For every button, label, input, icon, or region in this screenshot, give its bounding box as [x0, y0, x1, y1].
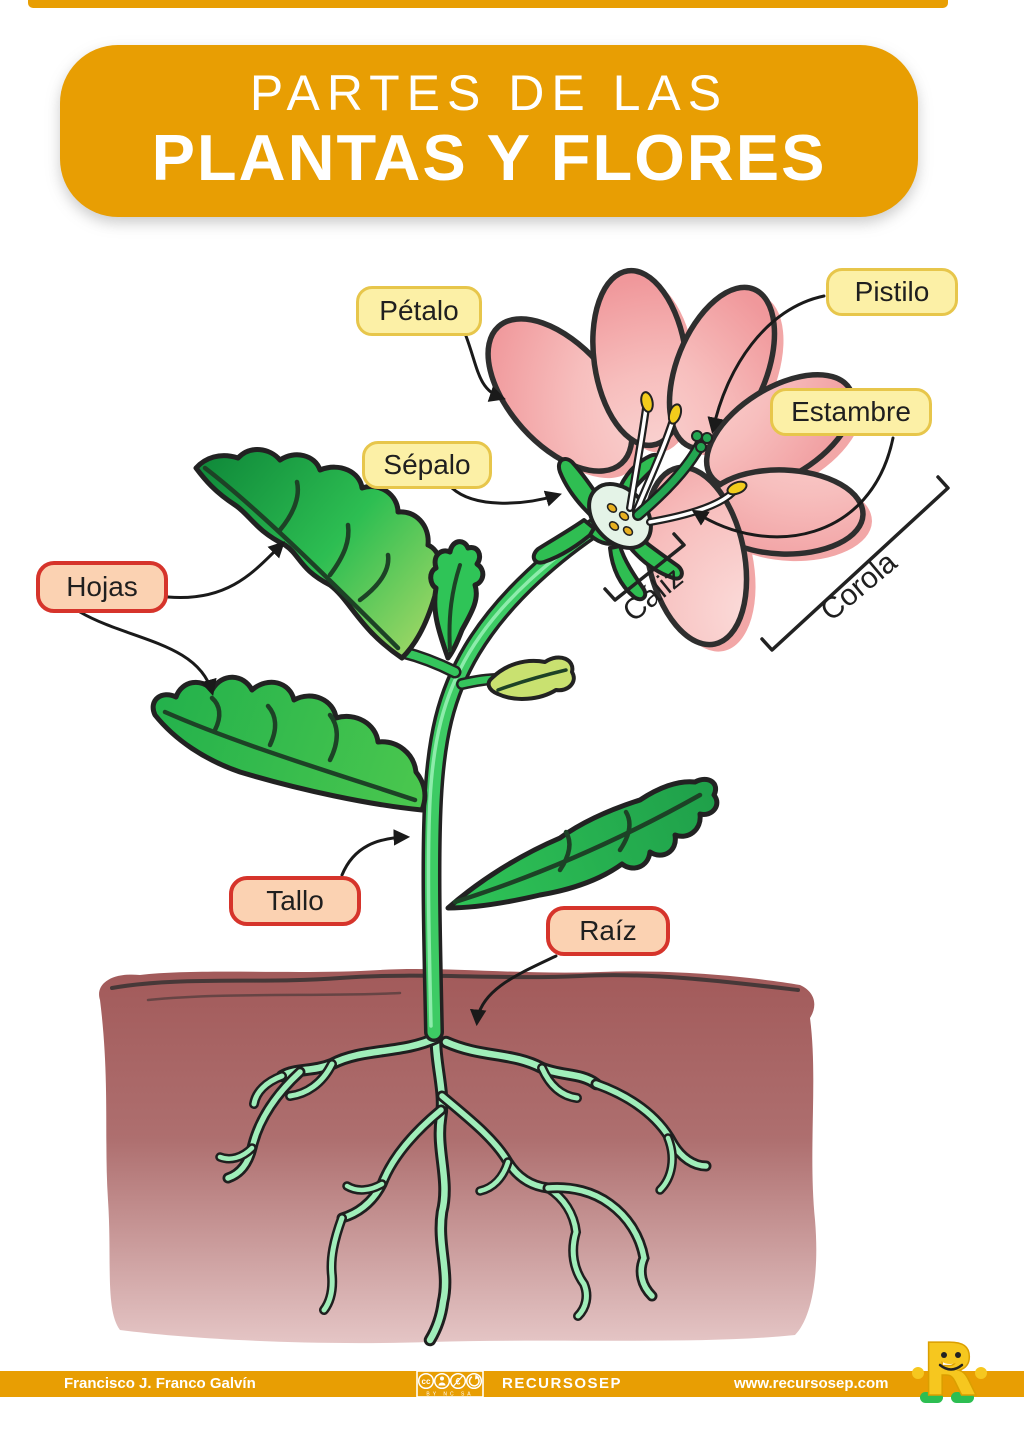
ovules: [606, 503, 634, 536]
recursosep-mascot: R: [912, 1328, 987, 1408]
root: [344, 1181, 385, 1193]
soil: [99, 968, 817, 1344]
brackets: [603, 475, 950, 652]
leaf-veins: [162, 695, 418, 803]
roots: [215, 1015, 712, 1347]
nc-icon: [449, 1372, 467, 1390]
petalo-arrow: [464, 334, 506, 402]
root: [477, 1159, 511, 1194]
leaf-vein: [447, 563, 462, 652]
stamen-filament: [648, 490, 735, 524]
mascot-smile: [938, 1363, 964, 1371]
hojas-arrow-upper: [166, 541, 285, 600]
sepal: [531, 518, 598, 565]
label-hojas: Hojas: [36, 561, 168, 613]
attribution-icon: [433, 1372, 451, 1390]
stem: [395, 514, 610, 1042]
mascot-eye-patch: [938, 1346, 962, 1364]
title-banner: PARTES DE LAS PLANTAS Y FLORES: [60, 45, 918, 217]
leaves: [150, 447, 720, 911]
cc-license-badge: cc € BY NC SA: [416, 1370, 484, 1398]
label-estambre: Estambre: [770, 388, 932, 436]
mascot-foot: [951, 1392, 974, 1403]
cc-icon: [417, 1372, 435, 1390]
mascot-arm: [912, 1367, 924, 1379]
footer-brand: RECURSOSEP: [502, 1375, 623, 1392]
root: [657, 1135, 675, 1193]
label-tallo: Tallo: [229, 876, 361, 926]
root: [217, 1145, 255, 1161]
soil-surface-line: [110, 973, 800, 992]
mascot-body-r: R: [922, 1328, 977, 1408]
raiz-arrow: [469, 954, 558, 1027]
root: [251, 1073, 285, 1107]
title-line-2: PLANTAS Y FLORES: [151, 121, 827, 195]
leaf-small-middle: [428, 539, 486, 661]
pistilo-arrow: [707, 294, 826, 435]
stamen-filament: [628, 406, 648, 510]
mascot-eye: [955, 1352, 961, 1358]
sepal: [608, 544, 648, 602]
annotation-arrows: [78, 294, 895, 1027]
sharealike-icon: [465, 1372, 483, 1390]
footer-author: Francisco J. Franco Galvín: [64, 1375, 256, 1392]
footer-website: www.recursosep.com: [734, 1375, 889, 1392]
pistil: [634, 441, 704, 519]
label-raiz: Raíz: [546, 906, 670, 956]
svg-text:cc: cc: [422, 1377, 431, 1386]
root: [287, 1061, 335, 1099]
caliz-bracket: [603, 532, 686, 602]
estambre-arrow: [691, 436, 895, 539]
root: [321, 1215, 345, 1313]
stamens: [626, 404, 737, 526]
mascot-foot: [920, 1392, 943, 1403]
stigma: [691, 430, 713, 453]
tallo-arrow: [340, 829, 411, 877]
leaf-lower-right: [445, 776, 720, 911]
anthers: [640, 391, 748, 496]
label-sepalo: Sépalo: [362, 441, 492, 489]
svg-text:BY NC SA: BY NC SA: [426, 1392, 473, 1398]
sepalo-arrow: [450, 486, 562, 507]
flower: [461, 264, 882, 662]
stamen-filament: [634, 418, 675, 514]
corola-bracket: [760, 475, 950, 652]
mascot-eye: [941, 1352, 947, 1358]
label-petalo: Pétalo: [356, 286, 482, 336]
label-pistilo: Pistilo: [826, 268, 958, 316]
top-accent-strip: [28, 0, 948, 8]
footer-bar: [0, 1371, 1024, 1397]
mascot-arm: [975, 1367, 987, 1379]
root: [426, 1018, 449, 1344]
root: [539, 1065, 580, 1101]
root: [545, 1184, 655, 1299]
leaf-vein: [496, 668, 568, 692]
root: [545, 1185, 589, 1319]
leaf-veins: [452, 792, 703, 905]
leaf-upper-left: [193, 447, 444, 661]
leaf-veins: [202, 465, 401, 651]
hojas-arrow-lower: [78, 610, 217, 696]
title-line-1: PARTES DE LAS: [249, 65, 729, 122]
